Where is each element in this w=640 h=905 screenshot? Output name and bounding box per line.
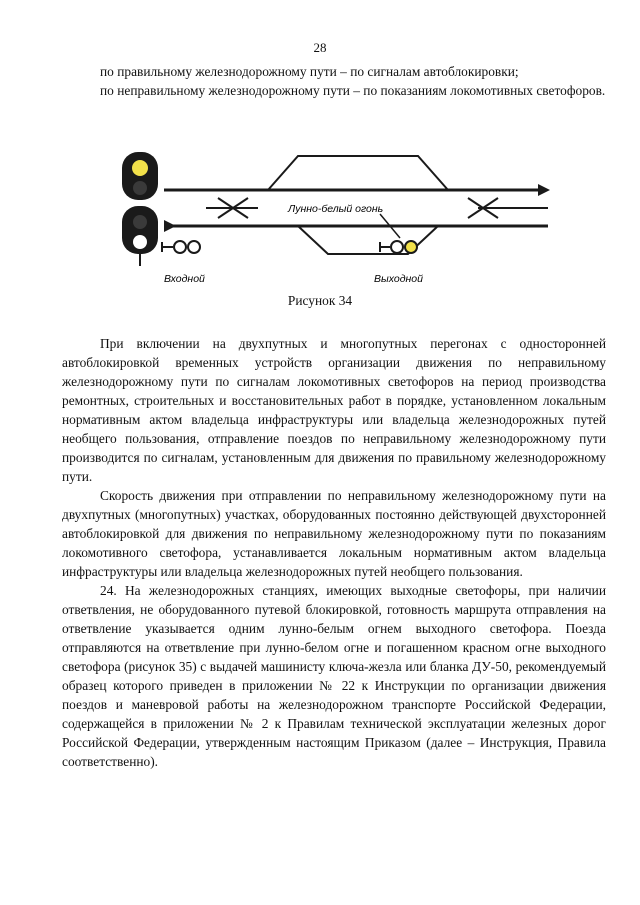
white-light-icon [133,235,147,249]
page-number: 28 [313,40,327,55]
diverging-track-upper [267,155,449,191]
lamp-icon [187,240,201,254]
paragraph: по неправильному железнодорожному пути –… [100,83,606,98]
figure-caption: Рисунок 34 [287,293,353,308]
body-text: При включении на двухпутных и многопутны… [62,334,606,771]
paragraph: При включении на двухпутных и многопутны… [62,336,606,484]
unlit-light-icon [133,181,147,195]
arrow-icon [164,220,176,232]
paragraph: по правильному железнодорожному пути – п… [100,64,519,79]
unlit-light-icon [133,215,147,229]
paragraph: Скорость движения при отправлении по неп… [62,488,606,579]
top-text: по правильному железнодорожному пути – п… [62,62,606,100]
signal-diagram: Лунно-белый огонь Входной Выходной [118,148,558,288]
lamp-icon [390,240,404,254]
entry-signal-head-lower [122,206,158,254]
paragraph: 24. На железнодорожных станциях, имеющих… [62,583,606,769]
signal-diagram-svg: Лунно-белый огонь Входной Выходной [122,152,550,285]
arrow-right-icon [538,184,550,196]
diverging-track-lower [297,225,439,255]
lunar-white-label: Лунно-белый огонь [287,203,383,215]
lunar-white-light-icon [404,240,418,254]
lamp-icon [173,240,187,254]
yellow-light-icon [132,160,148,176]
exit-signal-label: Выходной [374,273,423,285]
entry-signal-label: Входной [164,273,205,285]
